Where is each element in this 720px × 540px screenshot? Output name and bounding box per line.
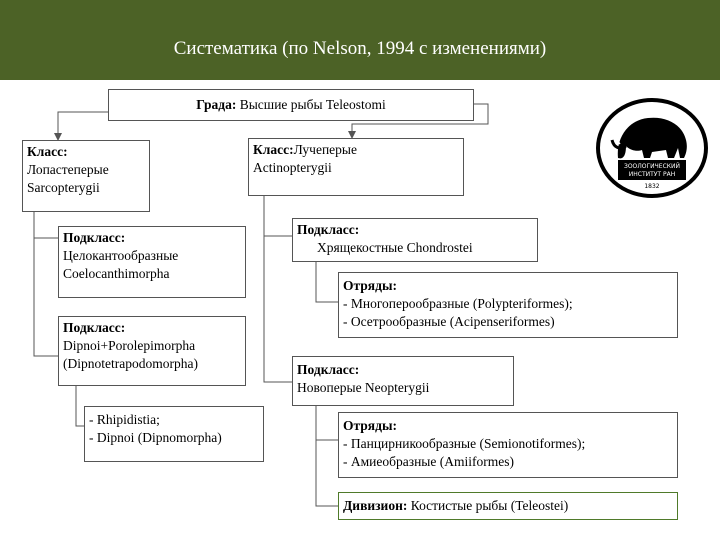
logo-text-line1: ЗООЛОГИЧЕСКИЙ bbox=[624, 163, 680, 170]
line-chondrostei-to-orders bbox=[315, 262, 338, 303]
order-acipenseriformes: - Осетрообразные (Acipenseriformes) bbox=[343, 314, 555, 329]
line-ray-to-chondrostei bbox=[263, 196, 292, 237]
subclass-chondrostei-box: Подкласс: Хрящекостные Chondrostei bbox=[292, 218, 538, 262]
class-ray-box: Класс:Лучеперые Actinopterygii bbox=[248, 138, 464, 196]
division-box: Дивизион: Костистые рыбы (Teleostei) bbox=[338, 492, 678, 520]
grada-box: Града: Высшие рыбы Teleostomi bbox=[108, 89, 474, 121]
subclass-dipnoi-name-alt: (Dipnotetrapodomorpha) bbox=[63, 356, 198, 371]
subclass-chondrostei-label: Подкласс: bbox=[297, 222, 360, 237]
orders-neopterygii-label: Отряды: bbox=[343, 418, 397, 433]
class-ray-name-lat: Actinopterygii bbox=[253, 160, 332, 175]
class-lobe-box: Класс: Лопастеперые Sarcopterygii bbox=[22, 140, 150, 212]
order-polypteriformes: - Многоперообразные (Polypteriformes); bbox=[343, 296, 573, 311]
orders-neopterygii-box: Отряды: - Панцирникообразные (Semionotif… bbox=[338, 412, 678, 478]
line-dipnoi-to-rhipidistia bbox=[75, 386, 84, 427]
arrow-grada-to-lobe-class bbox=[54, 111, 108, 141]
subclass-coel-name-lat: Coelocanthimorpha bbox=[63, 266, 170, 281]
line-neopterygii-to-orders bbox=[315, 406, 338, 441]
line-neopterygii-to-division bbox=[315, 440, 338, 507]
subclass-dipnoi-box: Подкласс: Dipnoi+Porolepimorpha (Dipnote… bbox=[58, 316, 246, 386]
subclass-coel-name-ru: Целокантообразные bbox=[63, 248, 179, 263]
logo-year: 1832 bbox=[644, 183, 659, 190]
arrow-grada-to-ray-class bbox=[348, 103, 489, 139]
subclass-coel-box: Подкласс: Целокантообразные Coelocanthim… bbox=[58, 226, 246, 298]
subclass-coel-label: Подкласс: bbox=[63, 230, 126, 245]
orders-chondrostei-box: Отряды: - Многоперообразные (Polypterifo… bbox=[338, 272, 678, 338]
class-ray-label: Класс: bbox=[253, 142, 294, 157]
subclass-chondrostei-name: Хрящекостные Chondrostei bbox=[317, 240, 473, 255]
class-lobe-name-ru: Лопастеперые bbox=[27, 162, 109, 177]
dipnoi-line: - Dipnoi (Dipnomorpha) bbox=[89, 430, 222, 445]
zin-emblem-icon: ЗООЛОГИЧЕСКИЙ ИНСТИТУТ РАН 1832 bbox=[596, 98, 708, 198]
grada-label: Града: bbox=[196, 97, 237, 112]
logo-text-line2: ИНСТИТУТ РАН bbox=[629, 171, 675, 178]
line-lobe-to-dipnoi bbox=[33, 238, 58, 357]
subclass-dipnoi-name: Dipnoi+Porolepimorpha bbox=[63, 338, 196, 353]
orders-chondrostei-label: Отряды: bbox=[343, 278, 397, 293]
zoological-institute-logo: ЗООЛОГИЧЕСКИЙ ИНСТИТУТ РАН 1832 bbox=[596, 98, 708, 203]
rhipidistia-line: - Rhipidistia; bbox=[89, 412, 160, 427]
subclass-dipnoi-label: Подкласс: bbox=[63, 320, 126, 335]
class-lobe-label: Класс: bbox=[27, 144, 68, 159]
order-amiiformes: - Амиеобразные (Amiiformes) bbox=[343, 454, 514, 469]
class-lobe-name-lat: Sarcopterygii bbox=[27, 180, 100, 195]
rhipidistia-box: - Rhipidistia; - Dipnoi (Dipnomorpha) bbox=[84, 406, 264, 462]
page-title: Систематика (по Nelson, 1994 с изменения… bbox=[173, 38, 547, 59]
line-ray-to-neopterygii bbox=[263, 236, 292, 383]
line-lobe-to-coel bbox=[33, 212, 58, 239]
subclass-neopterygii-box: Подкласс: Новоперые Neopterygii bbox=[292, 356, 514, 406]
division-text: Костистые рыбы (Teleostei) bbox=[410, 498, 569, 513]
subclass-neopterygii-name: Новоперые Neopterygii bbox=[297, 380, 430, 395]
grada-text: Высшие рыбы Teleostomi bbox=[239, 97, 386, 112]
order-semionotiformes: - Панцирникообразные (Semionotiformes); bbox=[343, 436, 586, 451]
class-ray-name-ru: Лучеперые bbox=[293, 142, 357, 157]
subclass-neopterygii-label: Подкласс: bbox=[297, 362, 360, 377]
title-bar: Систематика (по Nelson, 1994 с изменения… bbox=[0, 0, 720, 80]
division-label: Дивизион: bbox=[343, 498, 408, 513]
